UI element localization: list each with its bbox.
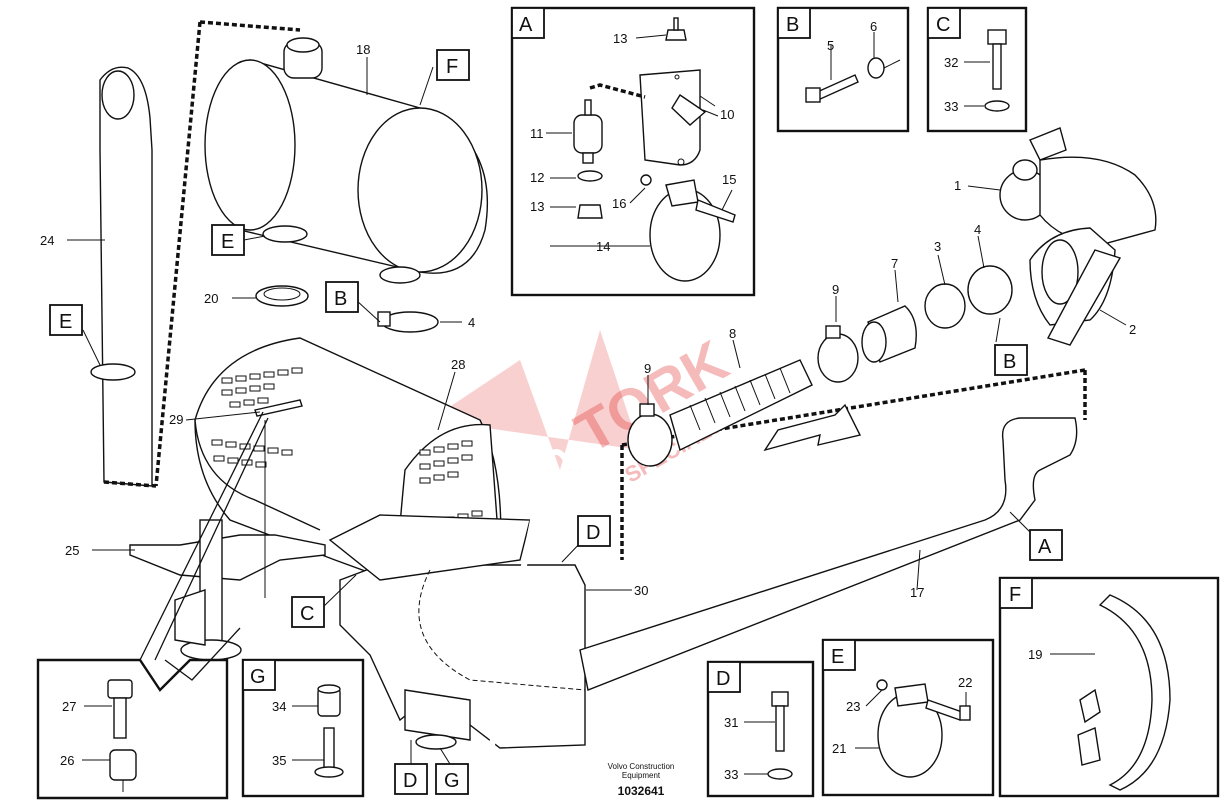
ref-D-top-letter: D: [586, 522, 600, 544]
callout-13-lower: 13: [530, 199, 544, 214]
callout-15: 15: [722, 172, 736, 187]
air-duct-17: [579, 368, 1087, 691]
detail-F-letter: F: [1009, 584, 1021, 606]
turbocharger-1: [999, 127, 1157, 246]
ref-B-mid-letter: B: [334, 288, 347, 310]
callout-2: 2: [1129, 322, 1136, 337]
callout-13-top: 13: [613, 31, 627, 46]
callout-20: 20: [204, 291, 218, 306]
callout-22: 22: [958, 675, 972, 690]
callout-8: 8: [729, 326, 736, 341]
callout-33-detail-C: 33: [944, 99, 958, 114]
detail-B-letter: B: [786, 14, 799, 36]
detail-frame-A: [510, 6, 756, 297]
callout-24: 24: [40, 233, 54, 248]
callout-1: 1: [954, 178, 961, 193]
footer-maker-line2: Equipment: [622, 771, 661, 780]
flow-arrow: [763, 403, 862, 452]
footer-drawing-number: 1032641: [618, 784, 665, 798]
detail-frame-C: [926, 6, 1028, 133]
clamp-9-left: [627, 413, 673, 467]
ref-C-letter: C: [300, 603, 314, 625]
clamp-4-right: [967, 265, 1013, 315]
muffler-18: [204, 37, 489, 284]
callout-9-right: 9: [832, 282, 839, 297]
callout-14: 14: [596, 239, 610, 254]
dashed-link-top: [199, 20, 301, 32]
detail-frame-D: [706, 660, 815, 798]
detail-frame-B: [776, 6, 910, 133]
clamp-9-right: [817, 333, 859, 383]
callout-18: 18: [356, 42, 370, 57]
ring-3: [924, 283, 966, 329]
bracket-25: [129, 519, 326, 661]
dashed-link-left: [154, 21, 202, 487]
detail-frame-bottom-left: [36, 658, 229, 800]
detail-A-letter: A: [519, 14, 533, 36]
clamp-4-center: [377, 311, 439, 333]
callout-26: 26: [60, 753, 74, 768]
callout-23: 23: [846, 699, 860, 714]
gasket-20: [255, 285, 309, 307]
callout-30: 30: [634, 583, 648, 598]
ref-A-letter: A: [1038, 536, 1052, 558]
ref-D-bottom-letter: D: [403, 770, 417, 792]
callout-17: 17: [910, 585, 924, 600]
footer-maker-line1: Volvo Construction: [608, 762, 675, 771]
detail-D-letter: D: [716, 668, 730, 690]
callout-7: 7: [891, 256, 898, 271]
ref-G-bottom-letter: G: [444, 770, 460, 792]
detail-G-letter: G: [250, 666, 266, 688]
detail-frame-E: [821, 638, 995, 797]
callout-19: 19: [1028, 647, 1042, 662]
callout-34: 34: [272, 699, 286, 714]
callout-12: 12: [530, 170, 544, 185]
bellows-8: [669, 359, 813, 451]
detail-frame-F: [998, 576, 1220, 798]
detail-frame-G: [241, 658, 365, 798]
callout-11: 11: [530, 126, 544, 141]
strap-29: [254, 399, 303, 417]
callout-32: 32: [944, 55, 958, 70]
callout-31: 31: [724, 715, 738, 730]
ref-B-right-letter: B: [1003, 351, 1016, 373]
callout-4-center: 4: [468, 315, 475, 330]
watermark-logo-shape: [430, 330, 640, 470]
callout-6: 6: [870, 19, 877, 34]
callout-25: 25: [65, 543, 79, 558]
callout-3: 3: [934, 239, 941, 254]
detail-C-letter: C: [936, 14, 950, 36]
callout-5: 5: [827, 38, 834, 53]
callout-21: 21: [832, 741, 846, 756]
detail-E-letter: E: [831, 646, 844, 668]
callout-10: 10: [720, 107, 734, 122]
bracket-box-30: [328, 449, 586, 750]
callout-9-left: 9: [644, 361, 651, 376]
callout-16: 16: [612, 196, 626, 211]
callout-33-detail-D: 33: [724, 767, 738, 782]
callout-4-right: 4: [974, 222, 981, 237]
ref-E-left-letter: E: [59, 311, 72, 333]
callout-28: 28: [451, 357, 465, 372]
callout-27: 27: [62, 699, 76, 714]
leader-lines: [67, 57, 1127, 765]
callout-35: 35: [272, 753, 286, 768]
callout-29: 29: [169, 412, 183, 427]
exhaust-pipe-24: [90, 66, 157, 488]
ref-E-top-letter: E: [221, 231, 234, 253]
elbow-2: [1029, 227, 1122, 346]
ref-F-letter: F: [446, 56, 458, 78]
hose-assembly: [627, 265, 1013, 467]
reference-letter-boxes: [49, 49, 1063, 795]
